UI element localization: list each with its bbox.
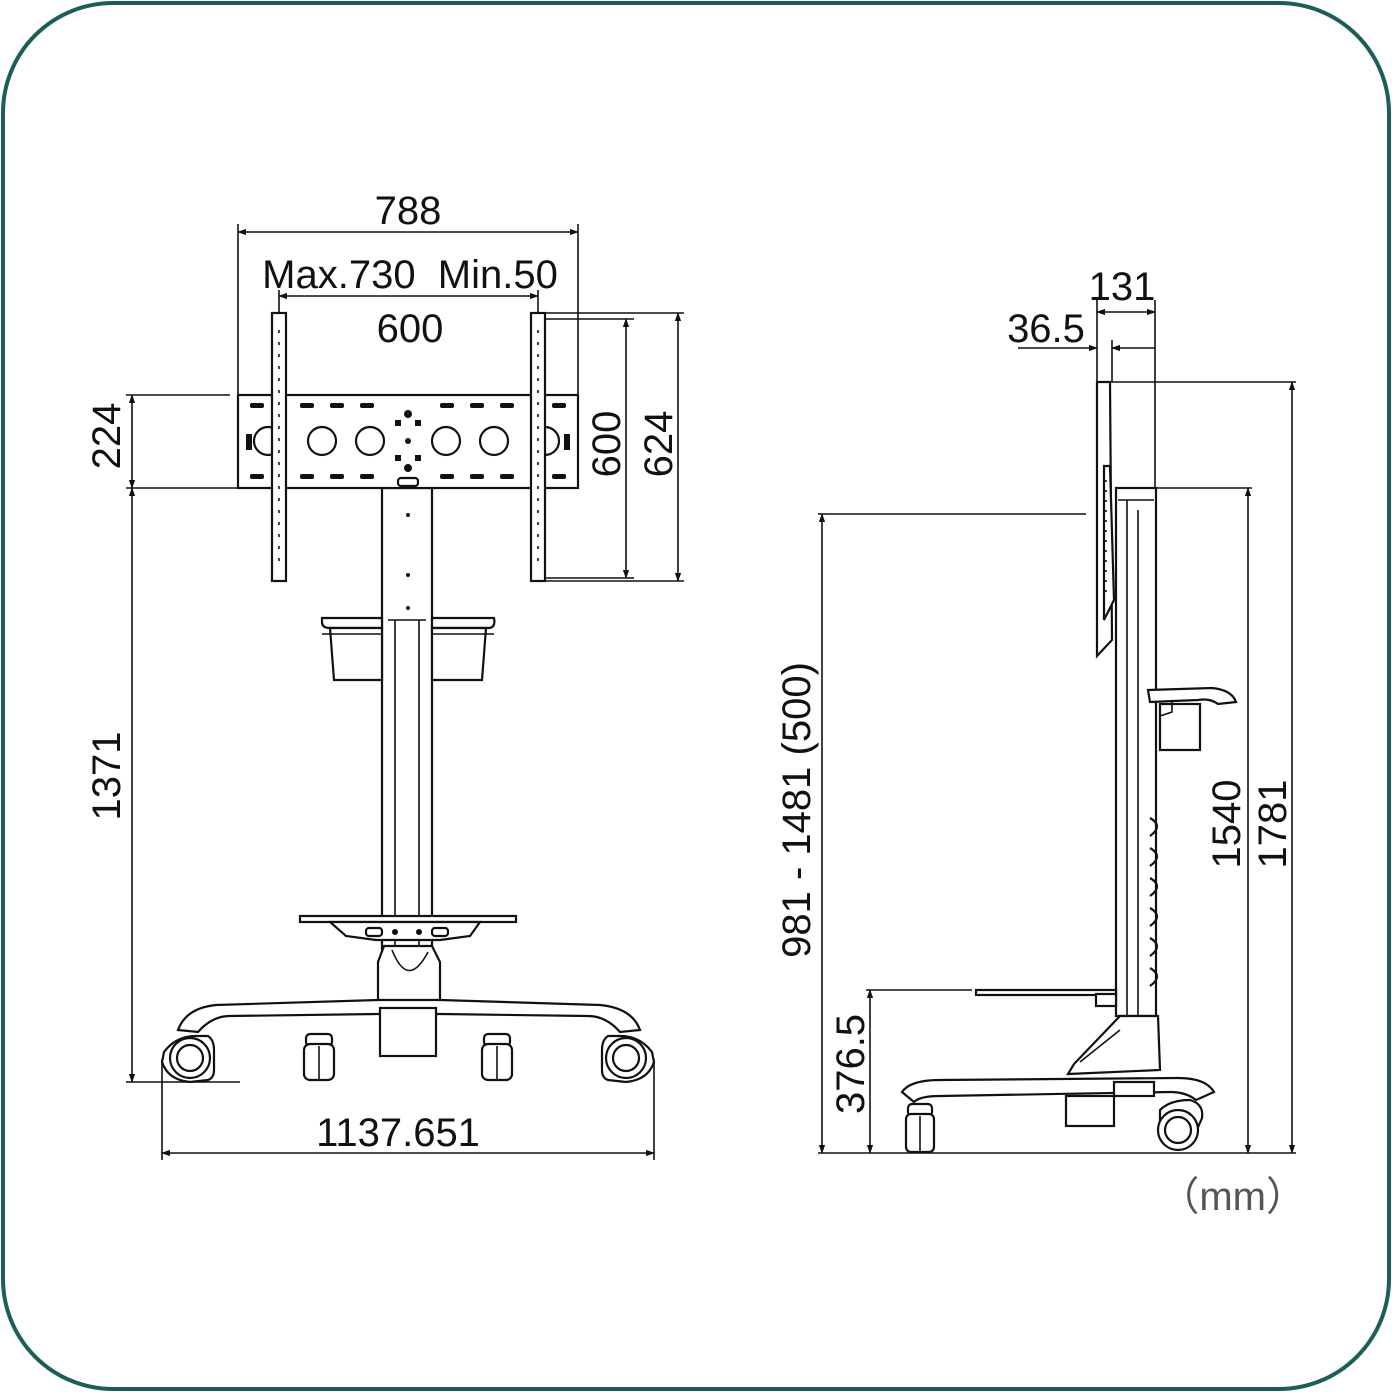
dim-overall-width: 788 [375, 189, 442, 233]
front-shelf [298, 914, 518, 942]
dim-base-width: 1137.651 [316, 1111, 480, 1155]
dim-bracket-height: 600 [585, 411, 629, 478]
side-caster-rear [1156, 1098, 1204, 1152]
dim-bracket-spacing: 600 [377, 307, 444, 351]
dim-center-height-range: 981 - 1481 (500) [775, 662, 819, 958]
front-caster-mid-right [480, 1032, 514, 1082]
dim-column-height: 1540 [1205, 780, 1249, 869]
front-extension-lines [126, 224, 684, 1160]
front-base-legs [176, 998, 642, 1034]
dim-total-bracket-height: 624 [637, 411, 681, 478]
front-view: 788 Max.730 Min.50 600 600 624 224 1371 … [85, 189, 684, 1160]
front-baskets [320, 616, 496, 682]
side-basket [1146, 686, 1238, 752]
front-left-bracket [270, 311, 288, 583]
dim-offset: 36.5 [1007, 307, 1085, 351]
front-right-bracket [529, 311, 547, 583]
side-base-cover [1066, 1014, 1162, 1076]
front-caster-mid-left [302, 1032, 336, 1082]
dim-adjust-range: Max.730 Min.50 [262, 253, 558, 297]
side-base-legs [900, 1076, 1216, 1104]
side-caster-front [904, 1102, 936, 1154]
front-caster-left [160, 1034, 216, 1084]
side-view: 131 36.5 981 - 1481 (500) 376.5 1540 178… [775, 265, 1296, 1154]
dim-shelf-height: 376.5 [829, 1014, 873, 1114]
front-base-cover [376, 944, 442, 1010]
dim-depth: 131 [1089, 265, 1156, 309]
front-caster-right [600, 1034, 656, 1084]
front-dimension-lines [128, 228, 682, 1157]
side-dimension-lines [818, 308, 1296, 1154]
side-column [1114, 486, 1158, 1018]
side-shelf [974, 988, 1118, 1008]
side-cable-clips [1149, 817, 1159, 987]
dim-total-height: 1781 [1251, 780, 1295, 869]
side-extension-lines [818, 300, 1296, 1154]
dim-plate-bottom-height: 1371 [85, 732, 129, 821]
unit-label: （mm） [1159, 1175, 1306, 1219]
plate-slots [246, 403, 570, 479]
dim-plate-height: 224 [85, 403, 129, 470]
